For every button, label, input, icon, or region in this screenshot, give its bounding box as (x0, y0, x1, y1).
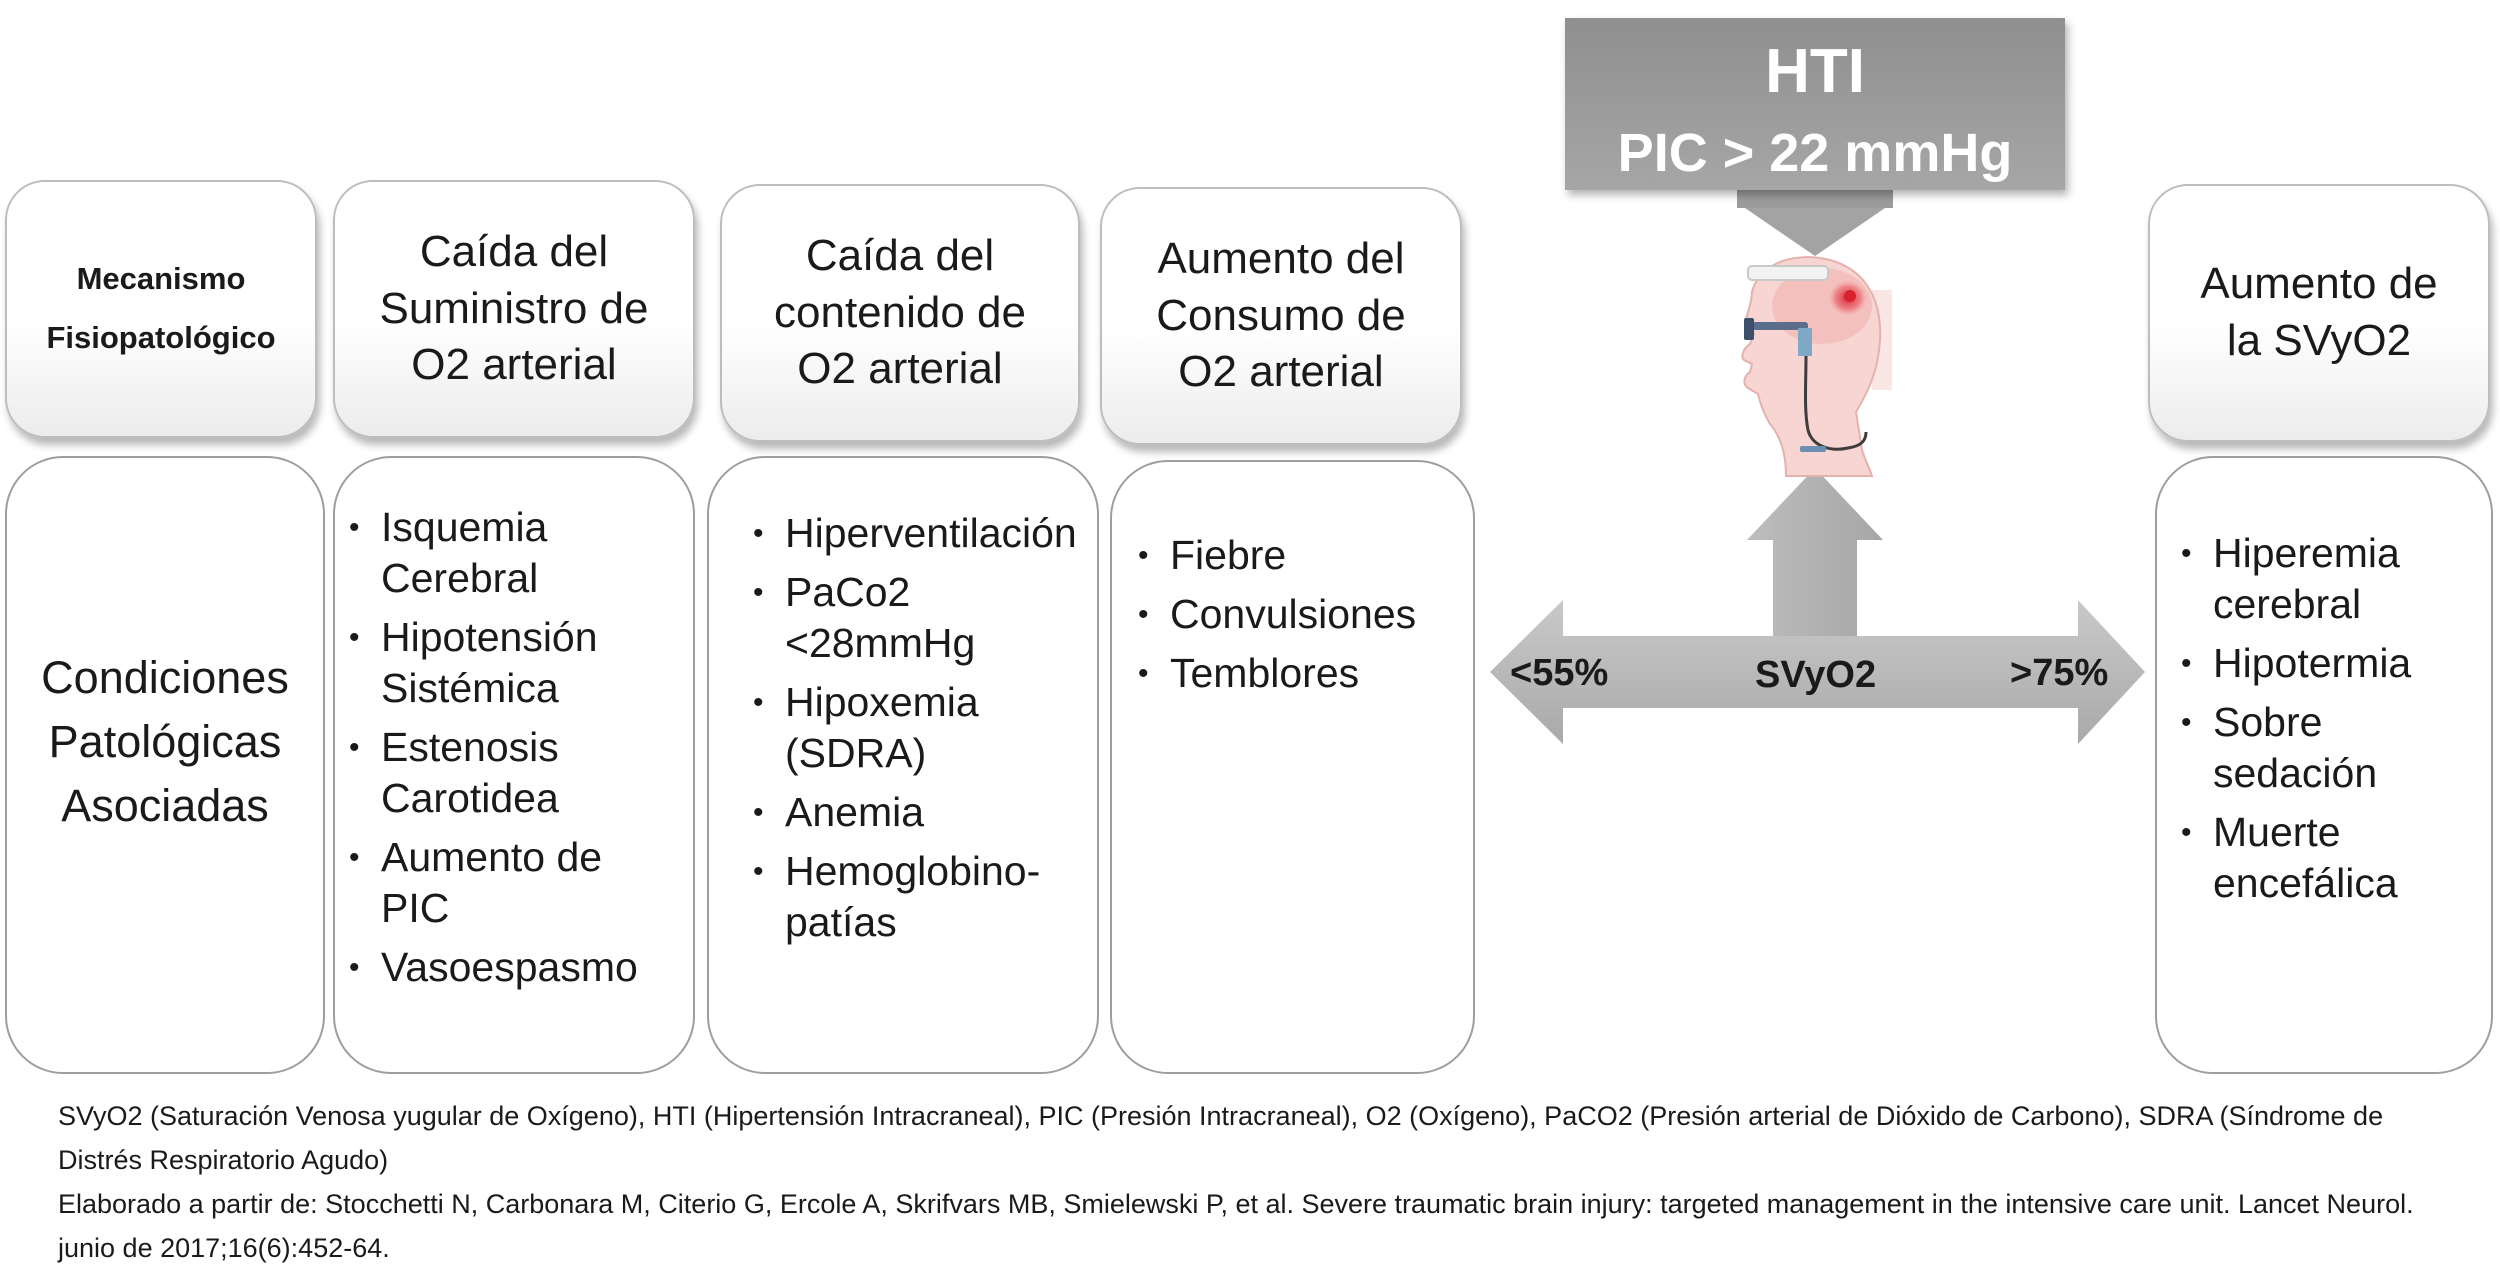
list-item-text: Muerte encefálica (2213, 809, 2398, 906)
list-item: • Hipotensión Sistémica (345, 612, 638, 714)
condiciones-label: Condiciones Patológicas Asociadas (41, 652, 289, 831)
bullet-icon: • (349, 841, 360, 874)
header-card-suministro: Caída del Suministro de O2 arterial (333, 180, 695, 438)
bullet-icon: • (349, 951, 360, 984)
list-item-text: Vasoespasmo (381, 944, 638, 990)
list-item-text: Hipotermia (2213, 640, 2412, 686)
consumo-list: • Fiebre • Convulsiones • Temblores (1134, 530, 1416, 707)
list-item: • Aumento de PIC (345, 832, 638, 934)
list-item: • Fiebre (1134, 530, 1416, 581)
suministro-list: • Isquemia Cerebral • Hipotensión Sistémic… (345, 502, 638, 1001)
list-item-text: Hipotensión Sistémica (381, 614, 598, 711)
list-item: • Hipoxemia (SDRA) (749, 677, 1077, 779)
bullet-icon: • (1138, 539, 1149, 572)
list-item-text: Sobre sedación (2213, 699, 2378, 796)
header-card-mecanismo: Mecanismo Fisiopatológico (5, 180, 317, 438)
footnote-abbreviations: SVyO2 (Saturación Venosa yugular de Oxíg… (58, 1101, 2384, 1175)
list-item: • Anemia (749, 787, 1077, 838)
header-card-aumento-svyo2: Aumento de la SVyO2 (2148, 184, 2490, 442)
contenido-list-box: • Hiperventilación • PaCo2 <28mmHg • Hipoxe… (707, 456, 1099, 1074)
list-item: • Hiperventilación (749, 508, 1077, 559)
list-item-text: Hipoxemia (SDRA) (785, 679, 979, 776)
condiciones-box: Condiciones Patológicas Asociadas (5, 456, 325, 1074)
bullet-icon: • (349, 511, 360, 544)
contenido-list: • Hiperventilación • PaCo2 <28mmHg • Hipoxe… (749, 508, 1077, 956)
list-item: • Muerte encefálica (2177, 807, 2411, 909)
header-card-contenido-label: Caída del contenido de O2 arterial (774, 230, 1026, 394)
list-item: • Hemoglobino- patías (749, 846, 1077, 948)
list-item-text: Hiperemia cerebral (2213, 530, 2400, 627)
header-card-consumo: Aumento del Consumo de O2 arterial (1100, 187, 1462, 445)
list-item-text: Fiebre (1170, 532, 1287, 578)
head-monitor-icon (1741, 256, 1892, 477)
header-card-suministro-label: Caída del Suministro de O2 arterial (379, 226, 649, 390)
hti-threshold: PIC > 22 mmHg (1617, 123, 2013, 183)
up-arrow (1747, 468, 1883, 640)
list-item: • Sobre sedación (2177, 697, 2411, 799)
svyo2-high-label: >75% (2010, 652, 2109, 694)
list-item-text: Hemoglobino- patías (785, 848, 1041, 945)
svyo2-low-label: <55% (1510, 652, 1609, 694)
header-card-consumo-label: Aumento del Consumo de O2 arterial (1156, 233, 1406, 397)
list-item-text: PaCo2 <28mmHg (785, 569, 976, 666)
hti-title: HTI (1765, 37, 1865, 106)
bullet-icon: • (753, 576, 764, 609)
bullet-icon: • (753, 796, 764, 829)
footnote-reference: Elaborado a partir de: Stocchetti N, Car… (58, 1189, 2414, 1263)
bullet-icon: • (1138, 598, 1149, 631)
list-item: • Estenosis Carotidea (345, 722, 638, 824)
bullet-icon: • (1138, 657, 1149, 690)
hti-box: HTI PIC > 22 mmHg (1565, 18, 2065, 190)
list-item: • Isquemia Cerebral (345, 502, 638, 604)
svyo2-label: SVyO2 (1755, 654, 1877, 696)
list-item-text: Anemia (785, 789, 925, 835)
list-item: • Convulsiones (1134, 589, 1416, 640)
suministro-list-box: • Isquemia Cerebral • Hipotensión Sistémic… (333, 456, 695, 1074)
header-card-aumento-svyo2-label: Aumento de la SVyO2 (2200, 259, 2438, 365)
list-item-text: Aumento de PIC (381, 834, 603, 931)
list-item-text: Temblores (1170, 650, 1360, 696)
down-arrow (1737, 188, 1893, 254)
list-item: • Hiperemia cerebral (2177, 528, 2411, 630)
consumo-list-box: • Fiebre • Convulsiones • Temblores (1110, 460, 1475, 1074)
list-item: • Vasoespasmo (345, 942, 638, 993)
list-item-text: Hiperventilación (785, 510, 1077, 556)
aumento-list: • Hiperemia cerebral • Hipotermia • Sobre s… (2177, 528, 2411, 917)
header-card-contenido: Caída del contenido de O2 arterial (720, 184, 1080, 442)
list-item-text: Estenosis Carotidea (381, 724, 559, 821)
header-card-mecanismo-label: Mecanismo Fisiopatológico (46, 261, 276, 355)
aumento-list-box: • Hiperemia cerebral • Hipotermia • Sobre s… (2155, 456, 2493, 1074)
bullet-icon: • (2181, 647, 2192, 680)
bullet-icon: • (349, 731, 360, 764)
footnote: SVyO2 (Saturación Venosa yugular de Oxíg… (58, 1094, 2458, 1270)
bullet-icon: • (753, 855, 764, 888)
bullet-icon: • (2181, 537, 2192, 570)
bullet-icon: • (349, 621, 360, 654)
list-item-text: Isquemia Cerebral (381, 504, 548, 601)
list-item: • PaCo2 <28mmHg (749, 567, 1077, 669)
bullet-icon: • (753, 517, 764, 550)
list-item: • Hipotermia (2177, 638, 2411, 689)
bullet-icon: • (753, 686, 764, 719)
bullet-icon: • (2181, 706, 2192, 739)
list-item: • Temblores (1134, 648, 1416, 699)
list-item-text: Convulsiones (1170, 591, 1417, 637)
bullet-icon: • (2181, 816, 2192, 849)
